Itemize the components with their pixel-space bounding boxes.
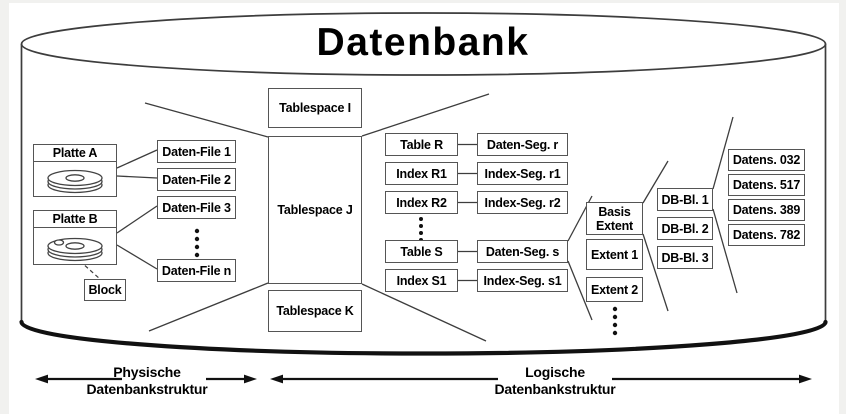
disk-platte-a-label: Platte A bbox=[34, 145, 116, 162]
disk-icon bbox=[34, 228, 116, 264]
vertical-ellipsis-extents bbox=[612, 306, 618, 336]
physical-range-arrow bbox=[35, 374, 257, 384]
segment-node: Daten-Seg. r bbox=[477, 133, 568, 156]
segment-node: Daten-Seg. s bbox=[477, 240, 568, 263]
logical-range-arrow bbox=[270, 374, 812, 384]
data-file-node: Daten-File 3 bbox=[157, 196, 236, 219]
data-file-node: Daten-File 2 bbox=[157, 168, 236, 191]
table-node: Table R bbox=[385, 133, 458, 156]
disk-platte-b: Platte B bbox=[33, 210, 117, 265]
table-node: Index S1 bbox=[385, 269, 458, 292]
physical-structure-line2: Datenbankstruktur bbox=[86, 380, 208, 397]
block-marker bbox=[53, 238, 65, 246]
vertical-ellipsis-tables bbox=[419, 217, 423, 242]
logical-structure-line2: Datenbankstruktur bbox=[494, 380, 616, 397]
tablespace-k-node: Tablespace K bbox=[268, 290, 362, 332]
disk-platte-a: Platte A bbox=[33, 144, 117, 197]
table-node: Index R1 bbox=[385, 162, 458, 185]
data-file-node: Daten-File 1 bbox=[157, 140, 236, 163]
record-node: Datens. 032 bbox=[728, 149, 805, 171]
logical-structure-line1: Logische bbox=[525, 364, 585, 380]
disk-platte-b-label: Platte B bbox=[34, 211, 116, 228]
vertical-ellipsis-files bbox=[194, 228, 200, 258]
tablespace-j-node: Tablespace J bbox=[268, 136, 362, 284]
db-block-node: DB-Bl. 2 bbox=[657, 217, 713, 240]
disk-to-file-connectors bbox=[116, 149, 158, 270]
extent-node: Basis Extent bbox=[586, 202, 643, 235]
extent-node: Extent 1 bbox=[586, 239, 643, 270]
left-frame-strip bbox=[0, 0, 9, 414]
table-node: Table S bbox=[385, 240, 458, 263]
record-node: Datens. 782 bbox=[728, 224, 805, 246]
disk-icon bbox=[34, 162, 116, 196]
physical-structure-line1: Physische bbox=[113, 364, 181, 380]
extent-node: Extent 2 bbox=[586, 277, 643, 302]
top-frame-strip bbox=[0, 0, 846, 3]
block-node: Block bbox=[84, 279, 126, 301]
db-block-node: DB-Bl. 1 bbox=[657, 188, 713, 211]
fan-lines bbox=[144, 93, 738, 342]
segment-node: Index-Seg. s1 bbox=[477, 269, 568, 292]
segment-node: Index-Seg. r1 bbox=[477, 162, 568, 185]
database-cylinder-shape bbox=[19, 12, 828, 356]
database-title: Datenbank bbox=[316, 21, 530, 64]
table-to-segment-connectors bbox=[458, 143, 477, 282]
table-node: Index R2 bbox=[385, 191, 458, 214]
data-file-node: Daten-File n bbox=[157, 259, 236, 282]
record-node: Datens. 517 bbox=[728, 174, 805, 196]
segment-node: Index-Seg. r2 bbox=[477, 191, 568, 214]
logical-structure-label: Logische Datenbankstruktur bbox=[445, 364, 665, 397]
physical-structure-label: Physische Datenbankstruktur bbox=[59, 364, 235, 397]
tablespace-i-node: Tablespace I bbox=[268, 88, 362, 128]
cylinder-bottom-shadow bbox=[19, 319, 828, 356]
record-node: Datens. 389 bbox=[728, 199, 805, 221]
right-frame-strip bbox=[839, 0, 846, 414]
db-block-node: DB-Bl. 3 bbox=[657, 246, 713, 269]
